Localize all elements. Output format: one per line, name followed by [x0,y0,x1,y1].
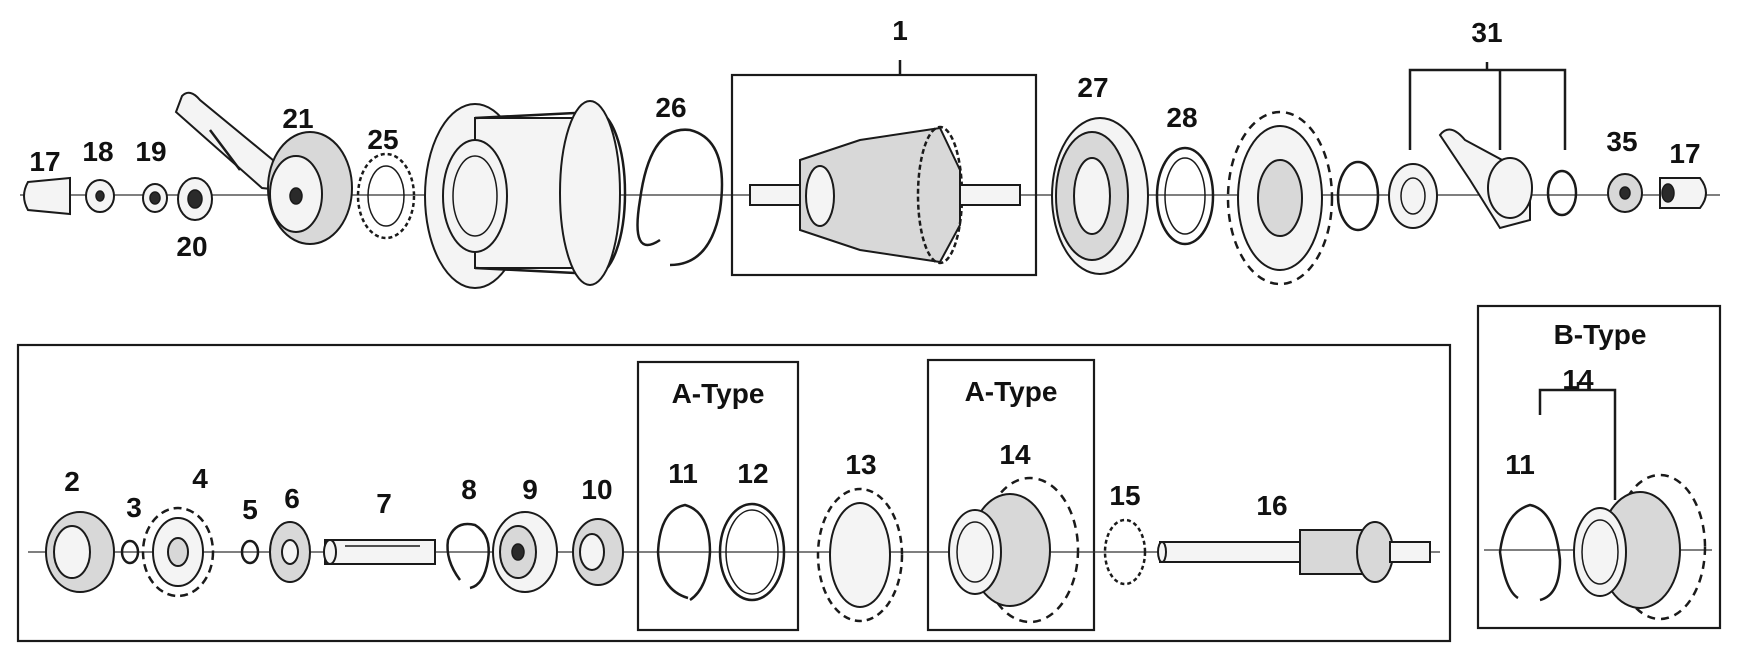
label-31: 31 [1471,17,1502,48]
label-28: 28 [1166,102,1197,133]
part-hub-shell [424,100,627,289]
part-35-nut [1607,173,1643,213]
part-3-clip [120,539,140,565]
part-11-a-type-ring [656,503,712,602]
part-16-axle [1157,521,1431,583]
part-2-ring-gear [45,511,115,593]
part-10-bearing [572,518,624,586]
label-11-a: 11 [668,458,698,489]
part-1-internal-assembly [730,60,1038,277]
label-27: 27 [1077,72,1108,103]
internal-parts-frame [16,343,1452,643]
label-18: 18 [82,136,113,167]
label-1: 1 [892,15,908,46]
label-9: 9 [522,474,538,505]
b-type-box [1476,304,1722,630]
part-17-right-cap [1659,177,1707,209]
part-4-planet-cage [141,506,215,598]
label-26: 26 [655,92,686,123]
part-7-sleeve [323,539,436,565]
label-13: 13 [845,449,876,480]
label-17-right: 17 [1669,138,1700,169]
label-19: 19 [135,136,166,167]
part-18-washer [85,179,115,213]
a-type-driver-title: A-Type [965,376,1058,407]
part-14-a-type-driver [948,476,1080,624]
part-small-ring [1336,160,1380,232]
b-type-title: B-Type [1554,319,1647,350]
part-sprocket [1226,110,1334,286]
label-12: 12 [737,458,768,489]
part-12-ring [718,502,786,602]
label-5: 5 [242,494,258,525]
part-11-b-type-ring [1498,503,1562,602]
part-8-spring-clip [446,522,490,590]
part-5-clip [240,539,260,565]
label-14-b: 14 [1562,364,1594,395]
part-19-nut [142,183,168,213]
label-15: 15 [1109,480,1140,511]
part-13-pawl-carrier [816,487,904,623]
label-7: 7 [376,488,392,519]
part-9-clutch [492,511,558,593]
part-20-lock-nut [177,177,213,221]
part-15-bearing [1103,518,1147,586]
label-14-a: 14 [999,439,1031,470]
part-14-b-type-driver [1538,382,1707,621]
label-17-left: 17 [29,146,60,177]
label-20: 20 [176,231,207,262]
label-6: 6 [284,483,300,514]
part-17-left-cap [23,176,71,216]
part-6-pawl-ring [269,521,311,583]
label-10: 10 [581,474,612,505]
part-31-shift-assembly [1388,62,1578,230]
part-21-brake-arm [174,91,353,245]
label-2: 2 [64,466,80,497]
a-type-rings-title: A-Type [672,378,765,409]
label-35: 35 [1606,126,1637,157]
label-8: 8 [461,474,477,505]
label-25: 25 [367,124,398,155]
label-4: 4 [192,463,208,494]
part-26-circlip [636,128,724,267]
a-type-rings-box [636,360,800,632]
a-type-driver-box [926,358,1096,632]
label-16: 16 [1256,490,1287,521]
part-28-ring [1155,146,1215,246]
part-25-ball-bearing [356,152,416,240]
label-11-b: 11 [1505,449,1535,480]
label-3: 3 [126,492,142,523]
label-21: 21 [282,103,313,134]
part-27-dust-cap [1051,117,1149,275]
